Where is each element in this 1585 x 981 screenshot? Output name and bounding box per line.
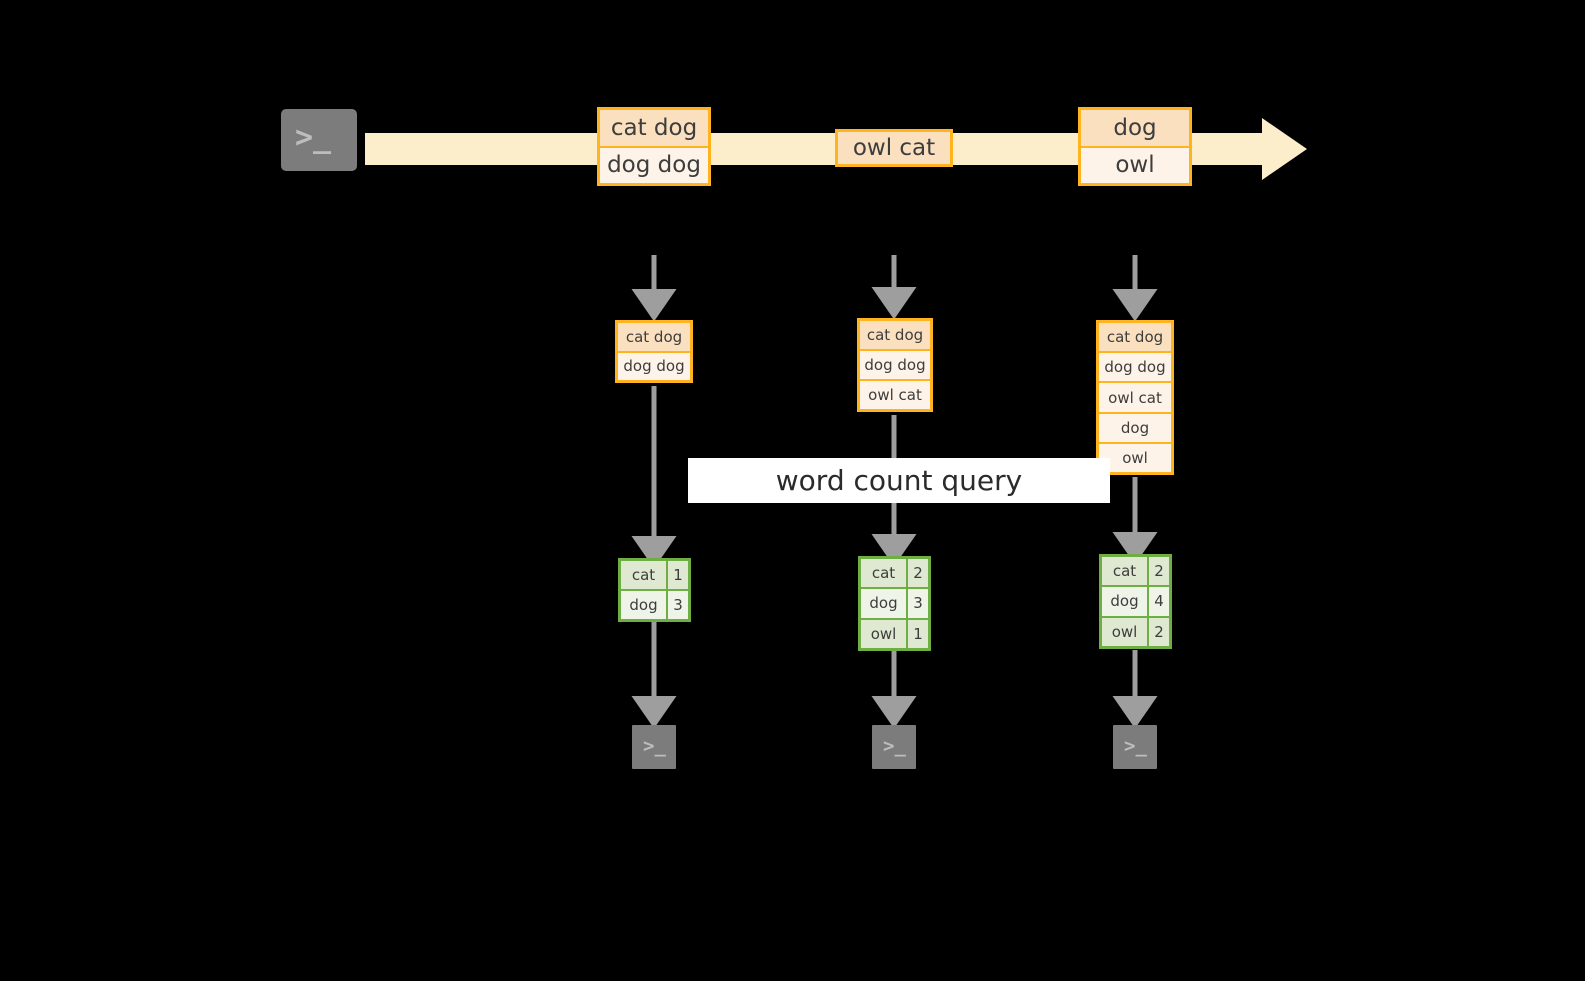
table-row: cat 2 xyxy=(861,559,928,588)
stream-event-1[interactable]: cat dog dog dog xyxy=(597,107,711,186)
snapshot-1-result-table[interactable]: cat 1 dog 3 xyxy=(618,558,691,622)
table-row: dog 3 xyxy=(861,587,928,618)
table-row: cat 1 xyxy=(621,561,688,589)
stream-event-line: dog xyxy=(1081,110,1189,146)
result-word: owl xyxy=(861,619,908,648)
table-row: owl 1 xyxy=(861,617,928,648)
snapshot-3-input[interactable]: cat dog dog dog owl cat dog owl xyxy=(1096,320,1174,475)
result-word: cat xyxy=(1102,557,1149,586)
result-count: 2 xyxy=(908,559,928,588)
stream-event-3[interactable]: dog owl xyxy=(1078,107,1192,186)
stream-event-2[interactable]: owl cat xyxy=(835,129,953,167)
snapshot-3-sink-terminal[interactable]: >_ xyxy=(1104,716,1166,778)
terminal-prompt-icon: >_ xyxy=(883,735,906,757)
snapshot-input-line: owl cat xyxy=(860,379,930,409)
snapshot-input-line: owl xyxy=(1099,441,1171,473)
terminal-prompt-icon: >_ xyxy=(1124,735,1147,757)
result-count: 4 xyxy=(1149,587,1169,616)
query-label-text: word count query xyxy=(775,464,1023,497)
result-word: dog xyxy=(861,589,908,618)
result-count: 3 xyxy=(668,591,688,619)
snapshot-2-result-table[interactable]: cat 2 dog 3 owl 1 xyxy=(858,556,931,651)
terminal-prompt-icon: >_ xyxy=(643,735,666,757)
stream-event-line: dog dog xyxy=(600,145,708,183)
snapshot-2-input[interactable]: cat dog dog dog owl cat xyxy=(857,318,933,412)
snapshot-1-input[interactable]: cat dog dog dog xyxy=(615,320,693,383)
result-count: 2 xyxy=(1149,617,1169,646)
table-row: cat 2 xyxy=(1102,557,1169,586)
result-count: 1 xyxy=(908,619,928,648)
snapshot-input-line: cat dog xyxy=(618,323,690,351)
snapshot-input-line: dog dog xyxy=(618,350,690,380)
stream-event-line: owl cat xyxy=(838,132,950,164)
snapshot-input-line: cat dog xyxy=(1099,323,1171,352)
result-word: owl xyxy=(1102,617,1149,646)
source-terminal[interactable]: >_ xyxy=(272,100,366,180)
result-count: 3 xyxy=(908,589,928,618)
terminal-prompt-icon: >_ xyxy=(295,120,332,155)
result-count: 1 xyxy=(668,561,688,589)
result-word: dog xyxy=(1102,587,1149,616)
snapshot-input-line: cat dog xyxy=(860,321,930,349)
snapshot-2-sink-terminal[interactable]: >_ xyxy=(863,716,925,778)
result-word: cat xyxy=(861,559,908,588)
table-row: dog 4 xyxy=(1102,585,1169,616)
result-word: dog xyxy=(621,591,668,619)
query-label: word count query xyxy=(688,458,1110,503)
result-count: 2 xyxy=(1149,557,1169,586)
snapshot-input-line: dog dog xyxy=(860,349,930,379)
stream-event-line: owl xyxy=(1081,145,1189,183)
snapshot-input-line: dog xyxy=(1099,411,1171,442)
table-row: owl 2 xyxy=(1102,615,1169,646)
snapshot-input-line: dog dog xyxy=(1099,351,1171,382)
result-word: cat xyxy=(621,561,668,589)
snapshot-1-sink-terminal[interactable]: >_ xyxy=(623,716,685,778)
snapshot-3-result-table[interactable]: cat 2 dog 4 owl 2 xyxy=(1099,554,1172,649)
table-row: dog 3 xyxy=(621,589,688,619)
snapshot-input-line: owl cat xyxy=(1099,381,1171,412)
stream-event-line: cat dog xyxy=(600,110,708,146)
